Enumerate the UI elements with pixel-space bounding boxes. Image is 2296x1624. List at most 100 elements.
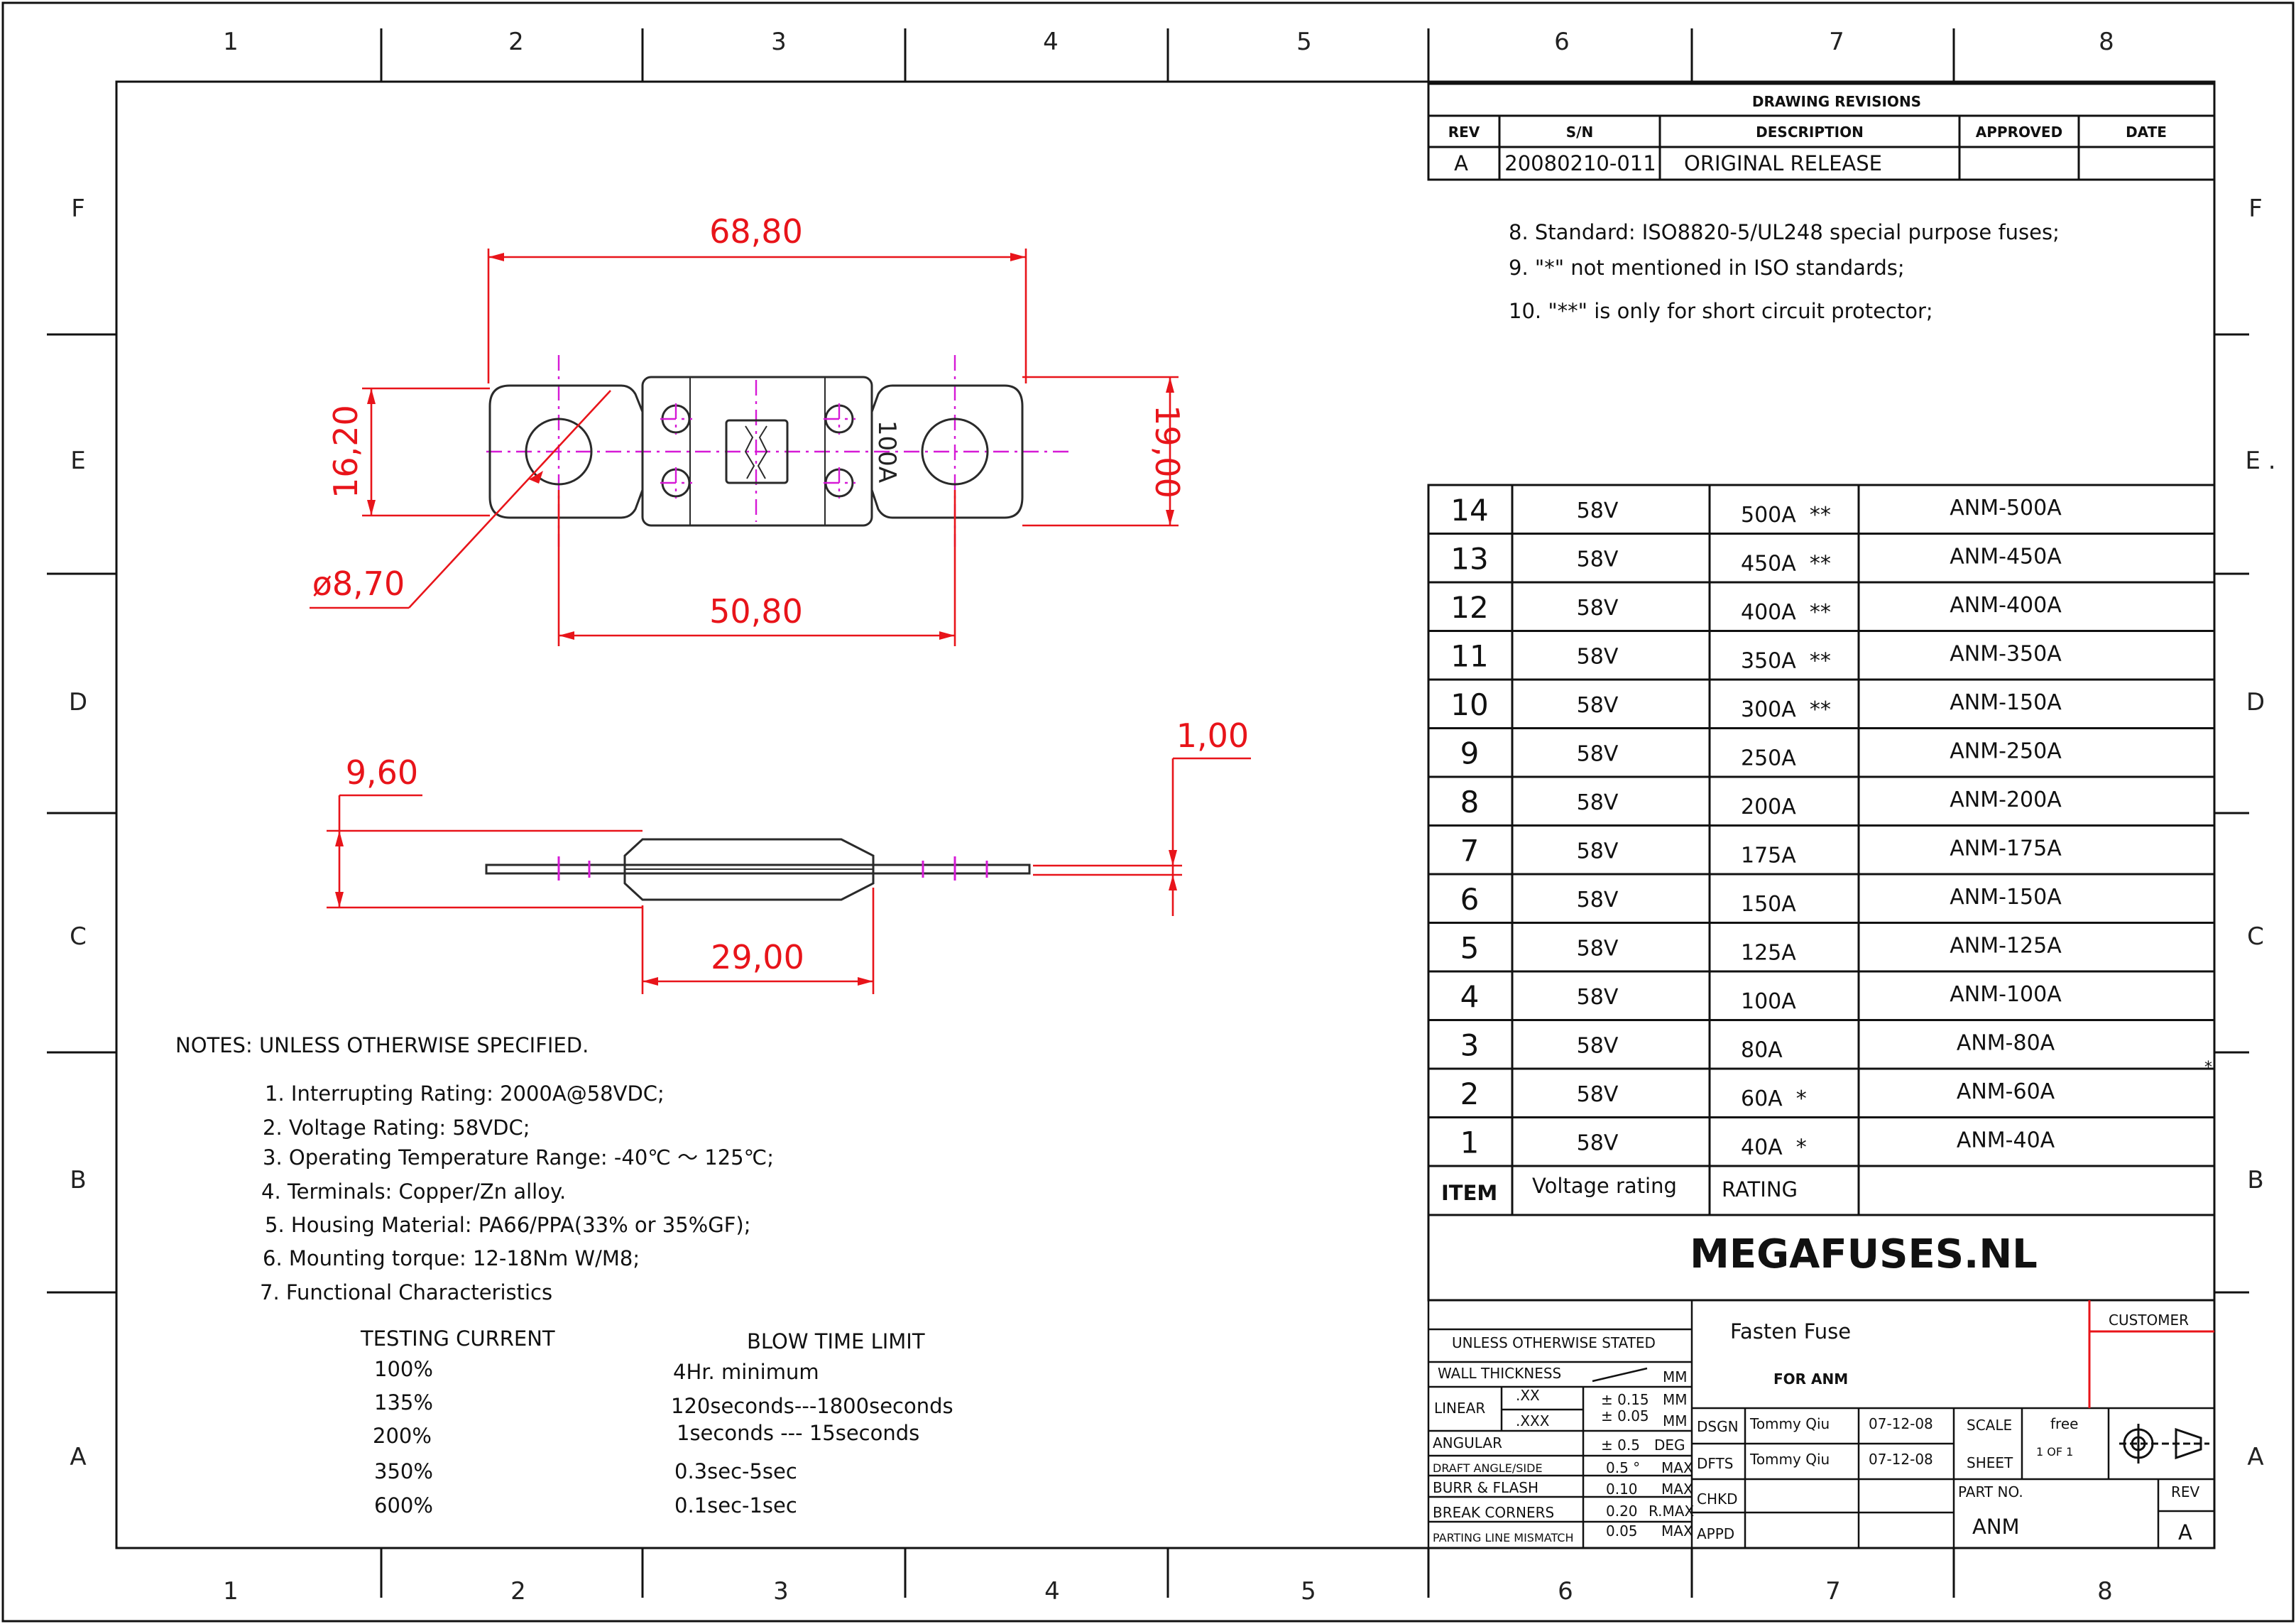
- bom-part-number: ANM-175A: [1950, 836, 2062, 861]
- bom-rating: 300A **: [1741, 697, 1831, 722]
- row-label: B: [70, 1166, 86, 1194]
- bom-voltage: 58V: [1577, 547, 1619, 572]
- bom-item: 5: [1460, 931, 1480, 966]
- bom-rating: 200A: [1741, 795, 1796, 819]
- bom-voltage: 58V: [1577, 790, 1619, 815]
- customer-label: CUSTOMER: [2109, 1312, 2189, 1329]
- xx-tol: ± 0.15: [1601, 1391, 1649, 1408]
- col-label: 2: [510, 1577, 526, 1606]
- angular-unit: DEG: [1654, 1437, 1685, 1454]
- bom-rating: 500A **: [1741, 503, 1831, 528]
- extra-notes: 8. Standard: ISO8820-5/UL248 special pur…: [1509, 220, 2060, 323]
- dim-hole-dia: ø8,70: [312, 565, 405, 603]
- dfts-label: DFTS: [1697, 1455, 1733, 1472]
- col-label: 8: [2099, 28, 2114, 56]
- wall-label: WALL THICKNESS: [1438, 1365, 1561, 1382]
- bom-item: 6: [1460, 882, 1480, 917]
- xxx-label: .XXX: [1516, 1412, 1550, 1429]
- rev-label: REV: [2171, 1483, 2200, 1500]
- col-label: 3: [773, 1577, 789, 1606]
- bom-voltage: 58V: [1577, 645, 1619, 670]
- col-label: 6: [1558, 1577, 1573, 1606]
- bom-voltage: 58V: [1577, 888, 1619, 912]
- row-label: F: [71, 195, 85, 223]
- row-label: D: [2246, 688, 2265, 716]
- dim-total-width: 19,00: [1148, 405, 1186, 498]
- rev-header: DESCRIPTION: [1756, 124, 1864, 141]
- bom-part-number: ANM-100A: [1950, 982, 2062, 1007]
- xx-unit: MM: [1663, 1391, 1688, 1408]
- dfts-name: Tommy Qiu: [1749, 1451, 1830, 1468]
- parting-tol: 0.05: [1606, 1522, 1638, 1539]
- col-label: 2: [508, 28, 524, 56]
- notes-title: NOTES: UNLESS OTHERWISE SPECIFIED.: [175, 1033, 589, 1057]
- break-label: BREAK CORNERS: [1433, 1504, 1554, 1521]
- bom-rating: 400A **: [1741, 600, 1831, 625]
- col-label: 6: [1554, 28, 1570, 56]
- notes: NOTES: UNLESS OTHERWISE SPECIFIED. 1. In…: [175, 1033, 953, 1517]
- bom-item: 12: [1450, 590, 1488, 625]
- bom-rating: 350A **: [1741, 649, 1831, 674]
- burr-unit: MAX: [1661, 1481, 1693, 1498]
- note-item: 9. "*" not mentioned in ISO standards;: [1509, 256, 1905, 280]
- note-item: 3. Operating Temperature Range: -40℃ ～ 1…: [263, 1145, 774, 1170]
- bom-voltage: 58V: [1577, 596, 1619, 621]
- bom-rating: 100A: [1741, 989, 1796, 1014]
- note-item: 2. Voltage Rating: 58VDC;: [263, 1116, 530, 1140]
- parting-label: PARTING LINE MISMATCH: [1433, 1531, 1574, 1544]
- dim-body-width: 16,20: [327, 405, 365, 498]
- bom-part-number: ANM-400A: [1950, 593, 2062, 618]
- note-item: 1. Interrupting Rating: 2000A@58VDC;: [265, 1081, 665, 1106]
- fuse-side-view: [485, 838, 1031, 901]
- parting-unit: MAX: [1661, 1522, 1693, 1539]
- asterisk-mark: *: [2204, 1059, 2212, 1077]
- bom-part-number: ANM-150A: [1950, 690, 2062, 715]
- break-unit: R.MAX: [1649, 1503, 1694, 1520]
- note-item: 10. "**" is only for short circuit prote…: [1509, 299, 1933, 323]
- dfts-date: 07-12-08: [1869, 1451, 1933, 1468]
- bom-part-number: ANM-150A: [1950, 885, 2062, 910]
- col-label: 4: [1044, 1577, 1060, 1606]
- blow-limit: 120seconds---1800seconds: [671, 1394, 953, 1418]
- bom-rating: 250A: [1741, 746, 1796, 771]
- rev-header: DATE: [2126, 124, 2167, 141]
- xx-label: .XX: [1516, 1387, 1540, 1404]
- dsgn-date: 07-12-08: [1869, 1415, 1933, 1432]
- bom-part-number: ANM-40A: [1957, 1128, 2055, 1153]
- row-label: C: [2247, 922, 2264, 951]
- bom-part-number: ANM-80A: [1957, 1031, 2055, 1056]
- part-no-value: ANM: [1972, 1515, 2020, 1539]
- sheet-label: SHEET: [1967, 1454, 2013, 1471]
- col-label: 3: [771, 28, 787, 56]
- test-current: 350%: [374, 1459, 433, 1483]
- row-label: B: [2247, 1166, 2263, 1194]
- draft-unit: MAX: [1661, 1459, 1693, 1476]
- burr-label: BURR & FLASH: [1433, 1479, 1538, 1496]
- bom-rating: 125A: [1741, 941, 1796, 966]
- bom-header-voltage: Voltage rating: [1532, 1174, 1677, 1198]
- scale-label: SCALE: [1967, 1417, 2012, 1434]
- blow-limit: 0.1sec-1sec: [674, 1493, 797, 1517]
- row-label: D: [69, 688, 87, 716]
- bom-voltage: 58V: [1577, 937, 1619, 961]
- rev-header: S/N: [1566, 124, 1593, 141]
- dim-thickness: 9,60: [346, 753, 418, 792]
- bom-item: 1: [1460, 1126, 1480, 1160]
- fuse-top-view: 100A: [486, 355, 1072, 547]
- blow-limit: 0.3sec-5sec: [674, 1459, 797, 1483]
- rev-description: ORIGINAL RELEASE: [1684, 151, 1882, 175]
- rev-value: A: [1454, 151, 1468, 175]
- dim-hole-pitch: 50,80: [709, 592, 803, 631]
- bom-rating: 175A: [1741, 844, 1796, 868]
